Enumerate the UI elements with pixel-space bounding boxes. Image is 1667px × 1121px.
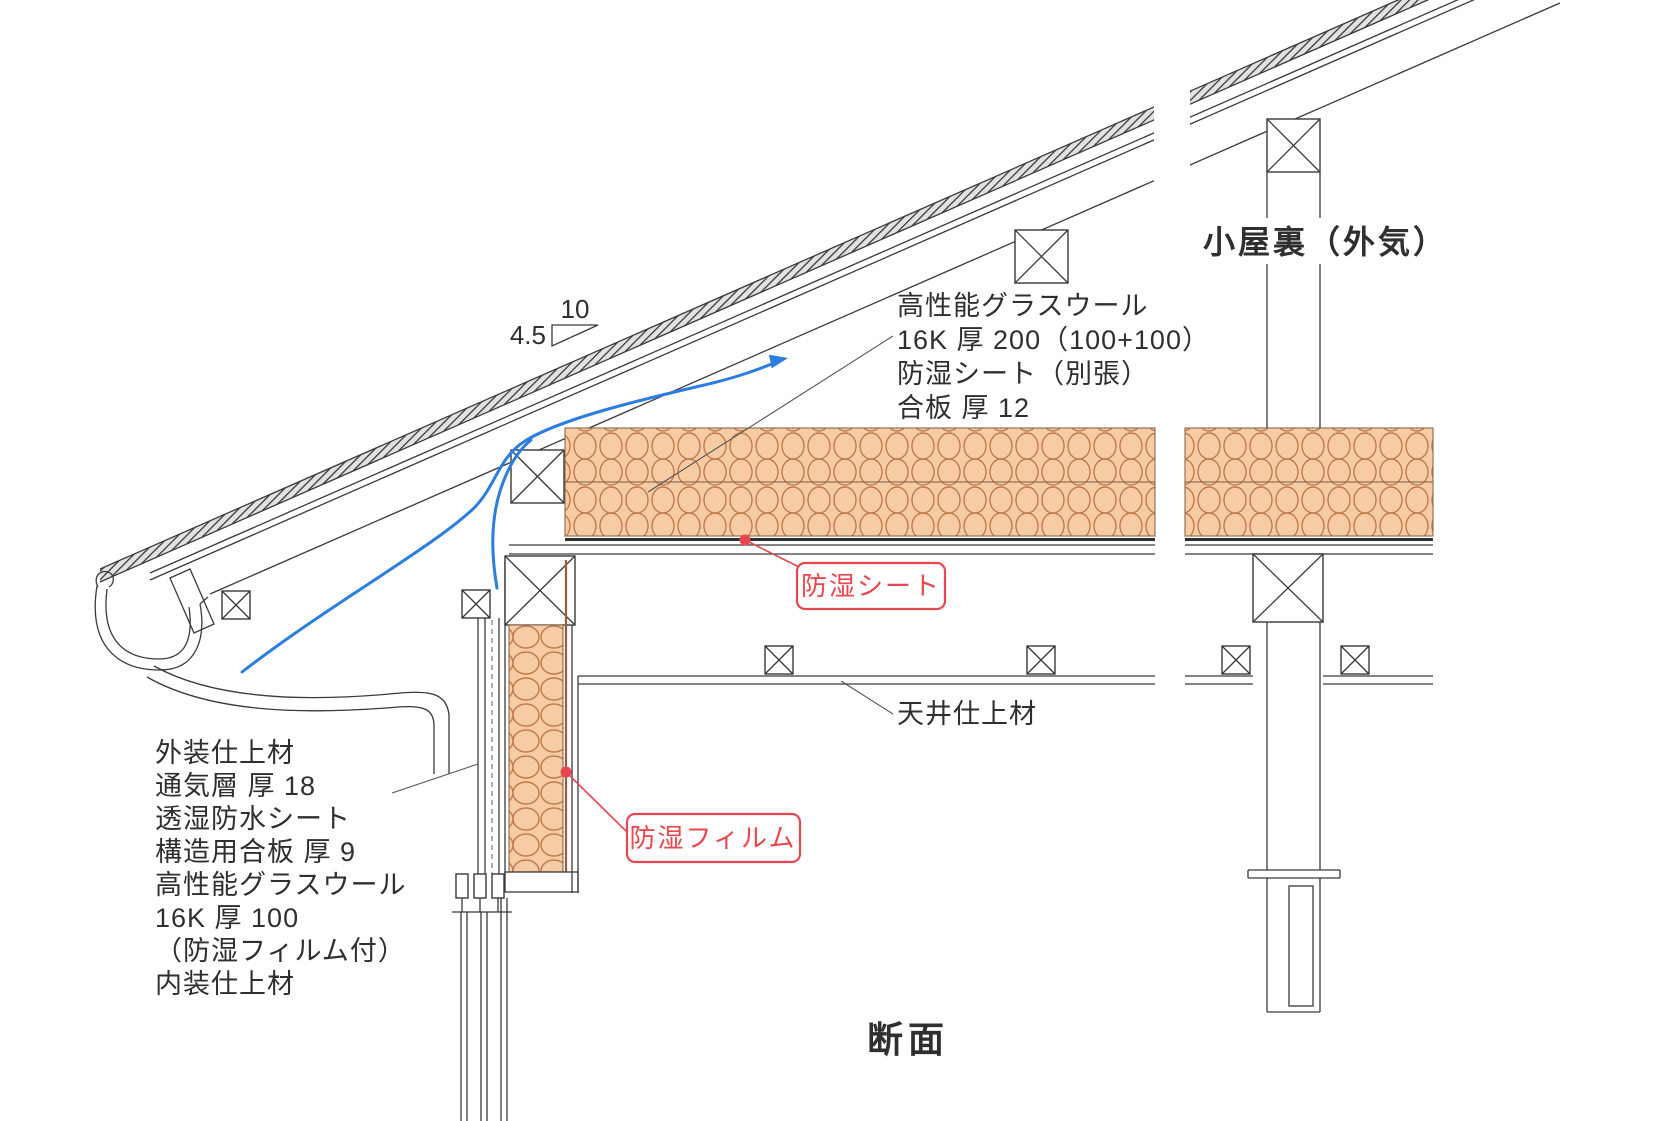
vapor-sheet-callout: 防湿シート	[739, 534, 947, 611]
wall-spec-line: 構造用合板 厚 9	[155, 837, 356, 867]
vapor-film-label: 防湿フィルム	[630, 823, 797, 853]
eave-blocking-square	[221, 590, 251, 620]
roof-spec-line: 合板 厚 12	[897, 393, 1030, 423]
roof-spec-line: 16K 厚 200（100+100）	[897, 325, 1210, 355]
wall-spec-line: 内装仕上材	[155, 969, 295, 999]
roofing-underside-line	[99, 0, 1430, 583]
slope-run-value: 10	[561, 294, 590, 324]
purlin-square	[1014, 229, 1069, 284]
roof-spec-block: 高性能グラスウール 16K 厚 200（100+100） 防湿シート（別張） 合…	[897, 291, 1210, 423]
rafter-underside-line	[209, 2, 1561, 595]
wall-spec-line: （防湿フィルム付）	[155, 936, 406, 966]
roof-surface-line	[99, 0, 1400, 570]
wall-vent-airflow-path	[491, 438, 533, 590]
roof-spec-leader	[647, 335, 894, 493]
purlin-sections	[510, 118, 1321, 504]
attic-post	[1247, 172, 1341, 1013]
downspout-bottom-line	[146, 676, 435, 774]
ceiling-insulation-lower	[564, 481, 1156, 537]
roof-spec-line: 高性能グラスウール	[897, 291, 1148, 321]
window-head-frame	[452, 873, 512, 1121]
section-break-gap	[1154, 84, 1190, 184]
gutter-back-lip	[199, 596, 209, 605]
ventilation-airflow	[240, 354, 788, 674]
ceiling-label-leader	[840, 680, 894, 715]
eave-gutter-detail	[94, 568, 450, 774]
attic-label-backing	[1193, 218, 1438, 264]
roof-slope-symbol: 10 4.5	[510, 294, 599, 350]
fascia-board	[169, 568, 215, 634]
ceiling-assembly-right	[1184, 427, 1434, 685]
wall-spec-line: 16K 厚 100	[155, 903, 299, 933]
wall-spec-block: 外装仕上材 通気層 厚 18 透湿防水シート 構造用合板 厚 9 高性能グラスウ…	[155, 738, 406, 999]
vapor-film-callout: 防湿フィルム	[560, 766, 802, 864]
roof-sheathing-bottom-line	[149, 0, 1475, 581]
wall-spec-line: 透湿防水シート	[155, 804, 351, 834]
wall-spec-line: 通気層 厚 18	[155, 771, 316, 801]
attic-label: 小屋裏（外気）	[1203, 224, 1448, 260]
gutter-inner-profile	[105, 588, 191, 660]
airflow-arrowhead	[769, 354, 788, 369]
ceiling-insulation-upper	[1184, 427, 1434, 483]
downspout-top-line	[153, 665, 450, 774]
purlin-square	[1266, 118, 1321, 173]
post-mortise	[1288, 885, 1314, 1007]
gutter-outer-profile	[94, 585, 203, 671]
airflow-arrow-path	[240, 359, 781, 674]
roof-spec-line: 防湿シート（別張）	[897, 359, 1149, 389]
roof-sheathing-top-line	[149, 0, 1459, 574]
vapor-film-label-box	[625, 812, 802, 864]
ceiling-insulation-upper	[564, 427, 1156, 483]
roof-assembly	[99, 0, 1561, 595]
wall-spec-leader	[391, 763, 479, 794]
slope-triangle	[551, 324, 599, 348]
vapor-sheet-label-box	[795, 561, 947, 611]
top-plate-square	[504, 555, 576, 626]
wall-insulation-batt	[508, 624, 564, 873]
wall-blocking-square	[461, 589, 491, 619]
beam-section-square	[1252, 553, 1324, 623]
gutter-front-bead	[95, 570, 114, 588]
ceiling-insulation-lower	[1184, 481, 1434, 537]
wall-spec-line: 高性能グラスウール	[155, 870, 406, 900]
ceiling-finish-label: 天井仕上材	[897, 699, 1037, 729]
purlin-square	[510, 449, 565, 504]
vapor-sheet-point	[739, 534, 751, 546]
ceiling-joist-square	[764, 645, 794, 675]
ceiling-joist-square	[1221, 645, 1251, 675]
vapor-sheet-label: 防湿シート	[801, 571, 941, 601]
ceiling-joist-square	[1026, 645, 1056, 675]
wall-assembly	[452, 555, 579, 1121]
window-head-hatch	[504, 871, 579, 893]
wall-spec-line: 外装仕上材	[155, 738, 295, 768]
drawing-title: 断面	[867, 1019, 949, 1060]
vapor-film-point	[560, 766, 572, 778]
ceiling-assembly-left	[509, 427, 1156, 685]
slope-rise-value: 4.5	[510, 320, 546, 350]
ceiling-joist-square	[1340, 645, 1370, 675]
